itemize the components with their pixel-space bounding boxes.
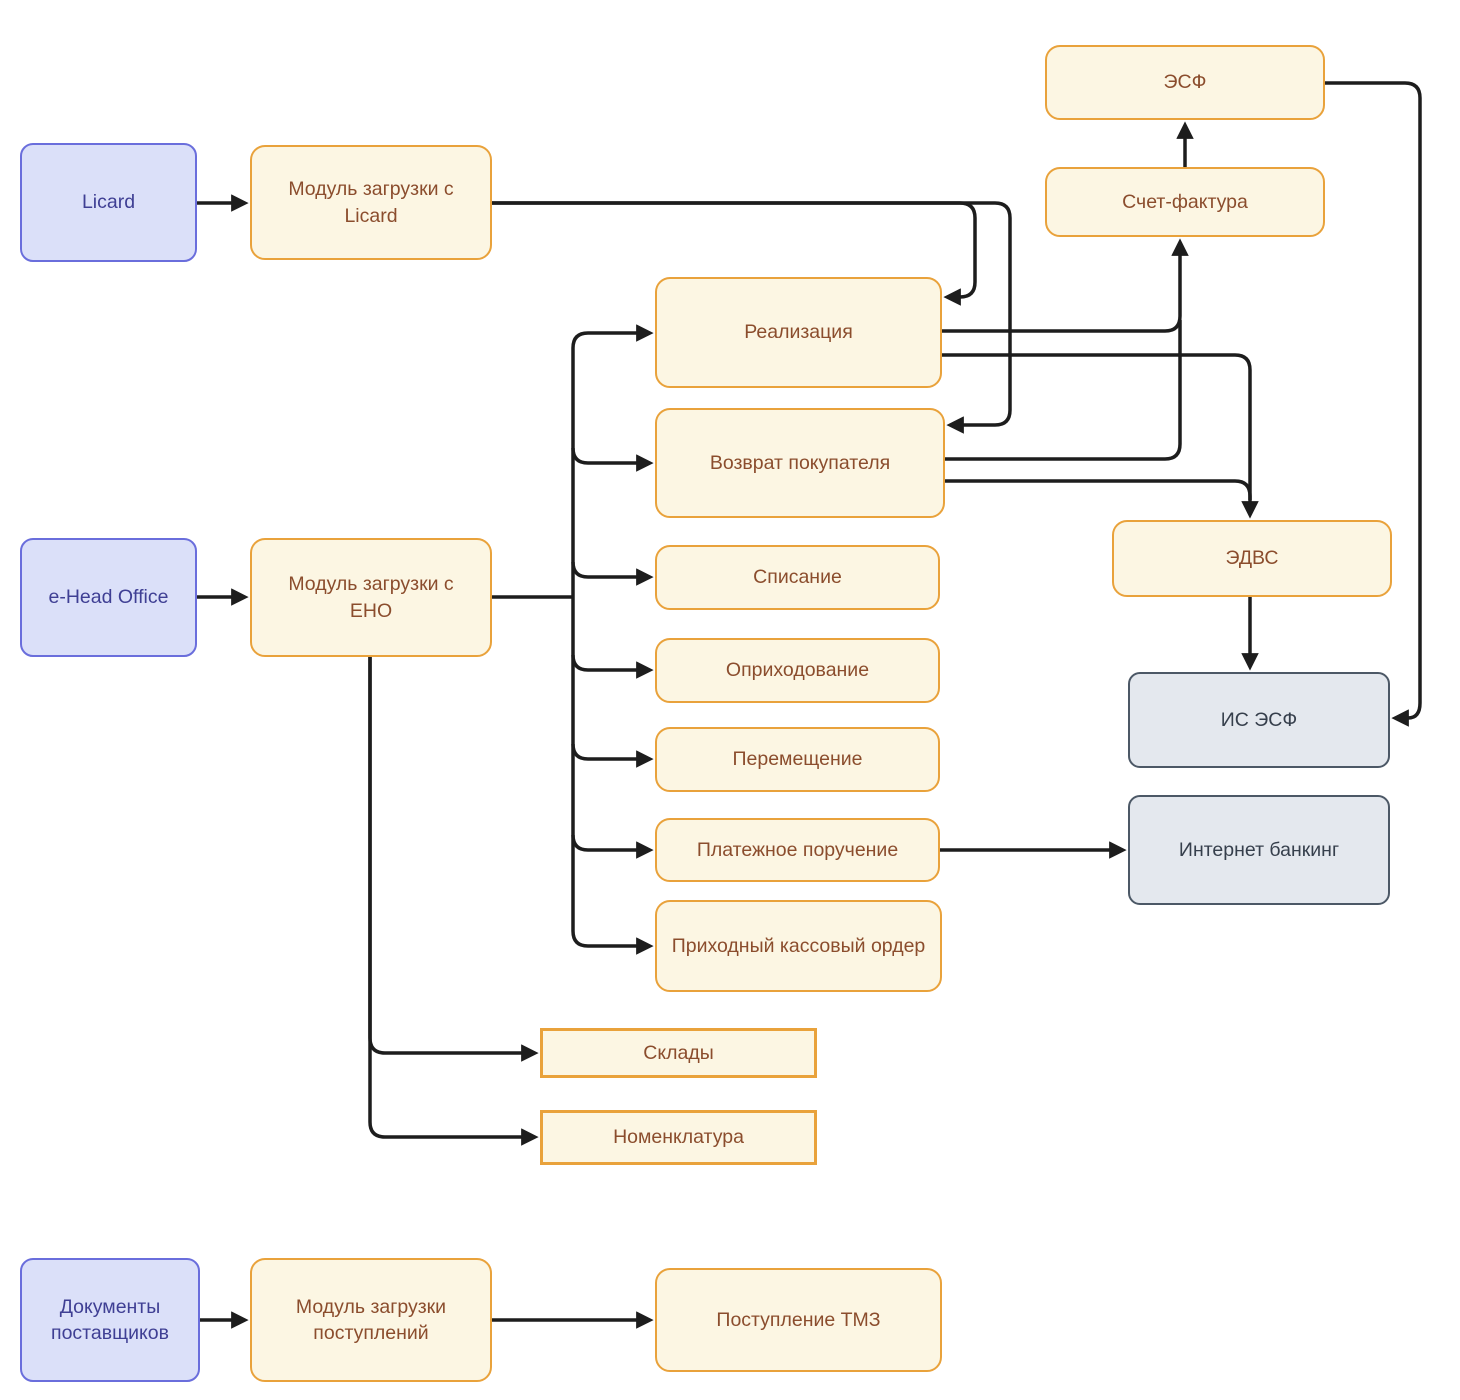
edge-realizaciya-to-edvs (942, 353, 1259, 519)
edge-vozvrat-to-edvs (945, 479, 1252, 500)
edge-esf-to-is-esf (1325, 81, 1422, 727)
edge-realizaciya-to-schet-faktura (942, 238, 1189, 333)
node-nomenklatura-label: Номенклатура (613, 1126, 744, 1149)
node-nomenklatura: Номенклатура (540, 1110, 817, 1165)
node-sklady-label: Склады (643, 1041, 714, 1064)
node-edvs-label: ЭДВС (1225, 547, 1279, 570)
node-internet-banking: Интернет банкинг (1128, 795, 1390, 905)
edge-eno-to-nomenklatura (368, 657, 539, 1146)
node-mod-postuplenij-label: Модуль загрузки поступлений (295, 1295, 447, 1344)
node-mod-eno: Модуль загрузки с ЕНО (250, 538, 492, 657)
node-spisanie: Списание (655, 545, 940, 610)
edge-eno-to-realizaciya (571, 324, 654, 349)
node-platezhnoe: Платежное поручение (655, 818, 940, 882)
node-mod-postuplenij: Модуль загрузки поступлений (250, 1258, 492, 1382)
node-spisanie-label: Списание (753, 566, 842, 589)
node-peremeshchenie-label: Перемещение (732, 748, 863, 771)
node-licard: Licard (20, 143, 197, 262)
edge-eno-to-peremeshchenie (571, 743, 654, 768)
edge-eno-to-sklady (368, 657, 539, 1062)
edge-eno-to-oprihodovanie (571, 654, 654, 679)
node-prihodnyj-label: Приходный кассовый ордер (671, 934, 926, 957)
node-licard-label: Licard (81, 191, 136, 214)
node-mod-eno-label: Модуль загрузки с ЕНО (288, 573, 454, 622)
node-vozvrat: Возврат покупателя (655, 408, 945, 518)
node-vozvrat-label: Возврат покупателя (709, 451, 891, 474)
node-schet-faktura-label: Счет-фактура (1122, 190, 1248, 213)
node-esf-label: ЭСФ (1163, 71, 1207, 94)
node-mod-licard-label: Модуль загрузки с Licard (288, 178, 454, 227)
node-sklady: Склады (540, 1028, 817, 1078)
node-internet-banking-label: Интернет банкинг (1178, 838, 1340, 861)
edge-eno-to-platezhnoe (571, 834, 654, 859)
node-postuplenie-tmz: Поступление ТМЗ (655, 1268, 942, 1372)
node-schet-faktura: Счет-фактура (1045, 167, 1325, 237)
node-is-esf: ИС ЭСФ (1128, 672, 1390, 768)
node-dokumenty-label: Документы поставщиков (51, 1295, 169, 1344)
node-ehead: e-Head Office (20, 538, 197, 657)
edge-eno-to-prihodnyj (571, 930, 654, 955)
node-is-esf-label: ИС ЭСФ (1220, 708, 1298, 731)
node-realizaciya: Реализация (655, 277, 942, 388)
node-ehead-label: e-Head Office (48, 586, 169, 609)
edge-eno-to-spisanie (571, 561, 654, 586)
node-dokumenty: Документы поставщиков (20, 1258, 200, 1382)
edge-vozvrat-to-schet-faktura (945, 320, 1182, 461)
node-peremeshchenie: Перемещение (655, 727, 940, 792)
node-postuplenie-tmz-label: Поступление ТМЗ (716, 1308, 881, 1331)
node-esf: ЭСФ (1045, 45, 1325, 120)
node-prihodnyj: Приходный кассовый ордер (655, 900, 942, 992)
node-mod-licard: Модуль загрузки с Licard (250, 145, 492, 260)
node-oprihodovanie-label: Оприходование (725, 659, 870, 682)
node-edvs: ЭДВС (1112, 520, 1392, 597)
edge-mod-licard-to-vozvrat (492, 201, 1012, 434)
node-realizaciya-label: Реализация (744, 321, 853, 344)
node-platezhnoe-label: Платежное поручение (696, 838, 899, 861)
node-oprihodovanie: Оприходование (655, 638, 940, 703)
edge-eno-to-vozvrat (571, 447, 654, 472)
